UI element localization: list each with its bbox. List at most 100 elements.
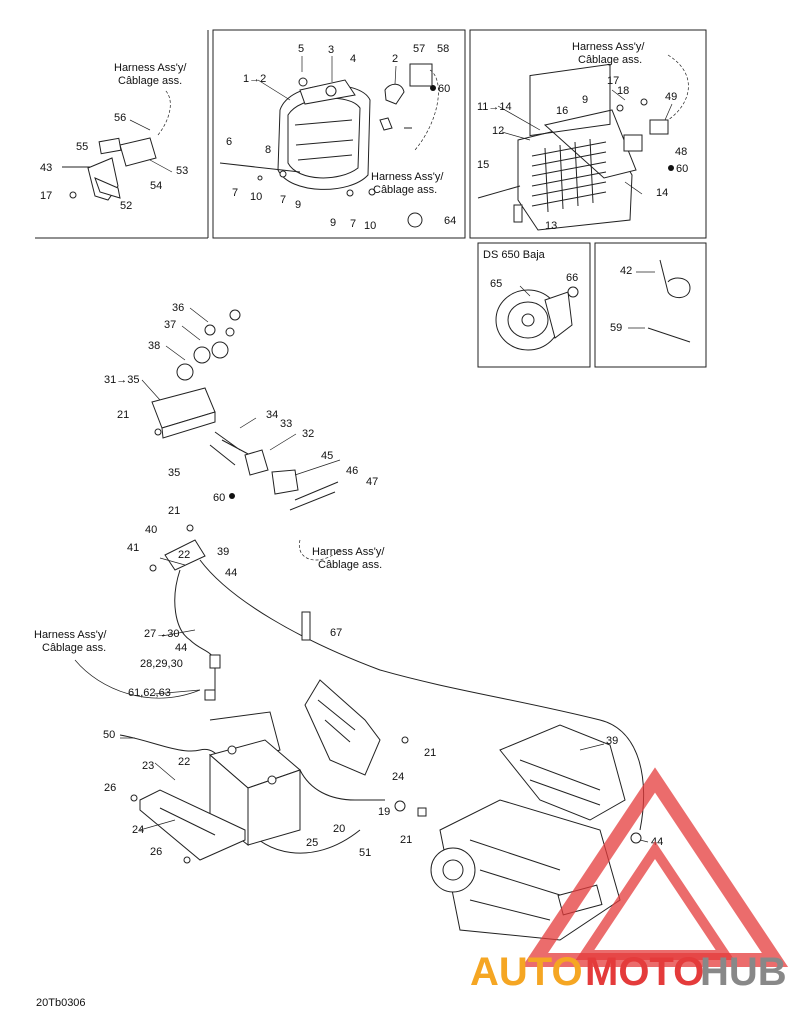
- callout: 9: [582, 94, 588, 106]
- callout: 36: [172, 302, 184, 314]
- callout: 10: [364, 220, 376, 232]
- inset-ds650-frame: [477, 242, 591, 368]
- callout: 33: [280, 418, 292, 430]
- callout: 39: [606, 735, 618, 747]
- harness-label-fr: Câblage ass.: [42, 642, 106, 654]
- callout: 44: [225, 567, 237, 579]
- callout: 18: [617, 85, 629, 97]
- callout: 16: [556, 105, 568, 117]
- callout: 27→30: [144, 628, 179, 640]
- harness-label-fr: Câblage ass.: [318, 559, 382, 571]
- callout-labels: 1→2 2 3 4 5 6 7 7 7 8 9 9 9 10 10 57 58 …: [40, 43, 688, 859]
- callout: 4: [350, 53, 356, 65]
- callout: 12: [492, 125, 504, 137]
- harness-label: Harness Ass'y/: [34, 629, 107, 641]
- callout: 55: [76, 141, 88, 153]
- callout: 56: [114, 112, 126, 124]
- relay-bracket-assembly: [62, 89, 171, 201]
- callout: 26: [104, 782, 116, 794]
- harness-label: Harness Ass'y/: [371, 171, 444, 183]
- callout: 7: [280, 194, 286, 206]
- watermark-moto: MOTO: [585, 950, 704, 994]
- callout: 6: [226, 136, 232, 148]
- callout: 38: [148, 340, 160, 352]
- horn-assembly: [495, 286, 579, 351]
- callout: 61,62,63: [128, 687, 171, 699]
- callout: 21: [424, 747, 436, 759]
- callout: 13: [545, 220, 557, 232]
- callout: 24: [392, 771, 404, 783]
- callout: 20: [333, 823, 345, 835]
- callout: 65: [490, 278, 502, 290]
- harness-battery-assembly: [74, 524, 645, 864]
- harness-label-fr: Câblage ass.: [373, 184, 437, 196]
- callout: 15: [477, 159, 489, 171]
- callout: 3: [328, 44, 334, 56]
- callout: 25: [306, 837, 318, 849]
- watermark-hub: HUB: [700, 950, 787, 994]
- callout: 60: [213, 492, 225, 504]
- callout: 5: [298, 43, 304, 55]
- callout: 66: [566, 272, 578, 284]
- callout: 10: [250, 191, 262, 203]
- callout: 17: [607, 75, 619, 87]
- callout: 9: [330, 217, 336, 229]
- engine-assembly: [430, 724, 642, 941]
- callout: 17: [40, 190, 52, 202]
- callout: 35: [168, 467, 180, 479]
- callout: 58: [437, 43, 449, 55]
- callout: 45: [321, 450, 333, 462]
- callout: 67: [330, 627, 342, 639]
- callout: 28,29,30: [140, 658, 183, 670]
- callout: 52: [120, 200, 132, 212]
- panel-frames: [35, 29, 707, 368]
- tie-and-sleeve: [647, 259, 691, 343]
- callout: 60: [676, 163, 688, 175]
- harness-label: Harness Ass'y/: [114, 62, 187, 74]
- callout: 24: [132, 824, 144, 836]
- callout: 54: [150, 180, 162, 192]
- callout: 49: [665, 91, 677, 103]
- callout: 22: [178, 549, 190, 561]
- callout: 37: [164, 319, 176, 331]
- callout: 39: [217, 546, 229, 558]
- callout: 14: [656, 187, 668, 199]
- callout: 9: [295, 199, 301, 211]
- callout: 60: [438, 83, 450, 95]
- callout: 26: [150, 846, 162, 858]
- callout: 21: [117, 409, 129, 421]
- callout: 34: [266, 409, 278, 421]
- callout: 40: [145, 524, 157, 536]
- taillight-assembly: [477, 54, 689, 231]
- inset-title: DS 650 Baja: [483, 249, 546, 261]
- doc-code: 20Tb0306: [36, 997, 86, 1009]
- callout: 11→14: [477, 101, 512, 113]
- harness-labels: Harness Ass'y/ Câblage ass. Harness Ass'…: [34, 41, 645, 1009]
- callout: 21: [400, 834, 412, 846]
- callout: 7: [232, 187, 238, 199]
- callout: 47: [366, 476, 378, 488]
- callout: 53: [176, 165, 188, 177]
- callout: 2: [392, 53, 398, 65]
- callout: 44: [175, 642, 187, 654]
- callout: 19: [378, 806, 390, 818]
- callout: 50: [103, 729, 115, 741]
- headlight-assembly: [219, 63, 439, 228]
- callout: 41: [127, 542, 139, 554]
- callout: 59: [610, 322, 622, 334]
- harness-label-fr: Câblage ass.: [578, 54, 642, 66]
- inset-fasteners-frame: [594, 242, 707, 368]
- callout: 22: [178, 756, 190, 768]
- callout: 46: [346, 465, 358, 477]
- callout: 1→2: [243, 73, 266, 85]
- callout: 48: [675, 146, 687, 158]
- callout: 31→35: [104, 374, 139, 386]
- callout: 8: [265, 144, 271, 156]
- callout: 32: [302, 428, 314, 440]
- voltage-regulator-assembly: [151, 309, 339, 511]
- leader-lines: [120, 56, 673, 843]
- harness-label: Harness Ass'y/: [572, 41, 645, 53]
- callout: 57: [413, 43, 425, 55]
- callout: 7: [350, 218, 356, 230]
